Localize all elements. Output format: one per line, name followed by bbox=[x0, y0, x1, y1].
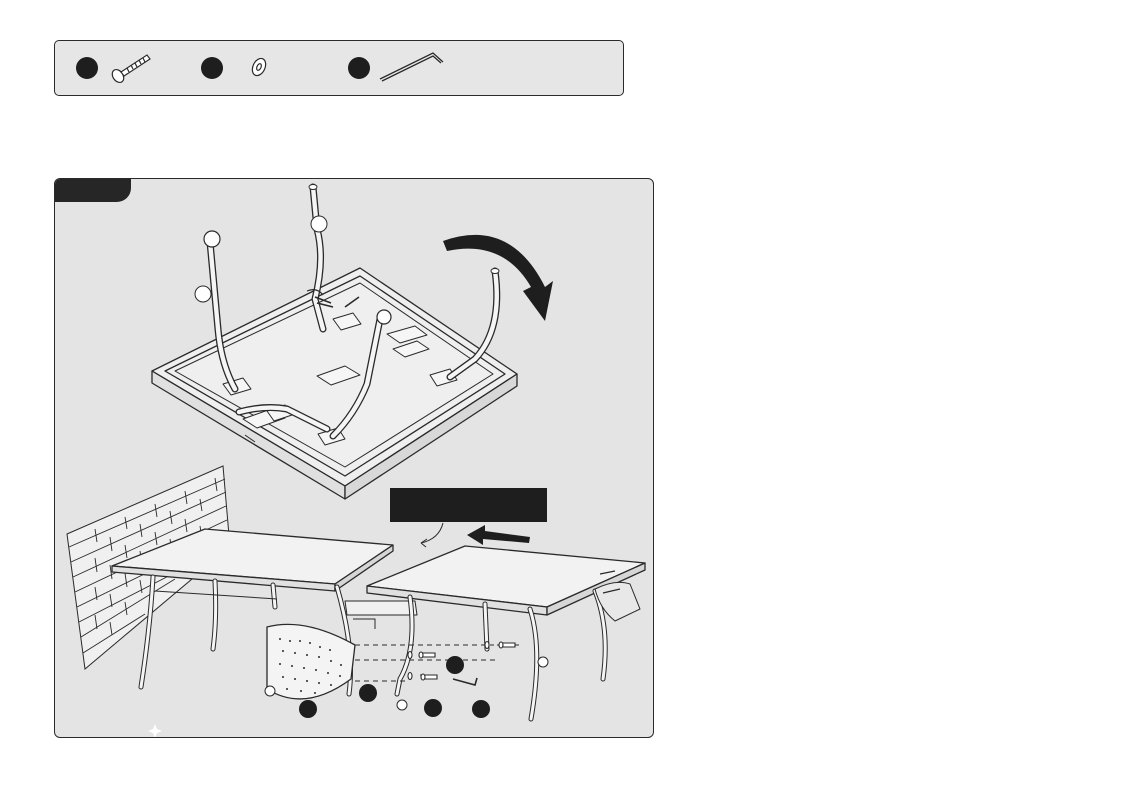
flip-direction-arrow bbox=[443, 234, 553, 321]
table-half-upside-down bbox=[151, 183, 518, 500]
instruction-caption-box bbox=[390, 488, 547, 522]
screw-set bbox=[407, 640, 516, 686]
part-badge-screw bbox=[76, 57, 98, 79]
slide-direction-arrow bbox=[467, 525, 530, 545]
part-badge-washer bbox=[201, 57, 223, 79]
washer-icon bbox=[251, 57, 267, 77]
step-illustration bbox=[66, 183, 646, 737]
callout-badges bbox=[299, 656, 490, 718]
parts-legend-art bbox=[76, 52, 444, 84]
fastener-guides bbox=[355, 644, 521, 682]
table-half-right bbox=[344, 545, 646, 722]
table-half-left bbox=[111, 528, 394, 697]
screw-icon bbox=[111, 54, 151, 84]
sparkle-mark bbox=[148, 724, 162, 737]
pointer-arrow bbox=[420, 522, 444, 548]
part-badge-allen-key bbox=[348, 57, 370, 79]
parts-legend bbox=[54, 40, 624, 96]
assembly-step-panel bbox=[54, 178, 654, 738]
step-number-tab bbox=[55, 179, 131, 202]
center-panel bbox=[264, 623, 549, 711]
allen-key-icon bbox=[379, 52, 444, 82]
